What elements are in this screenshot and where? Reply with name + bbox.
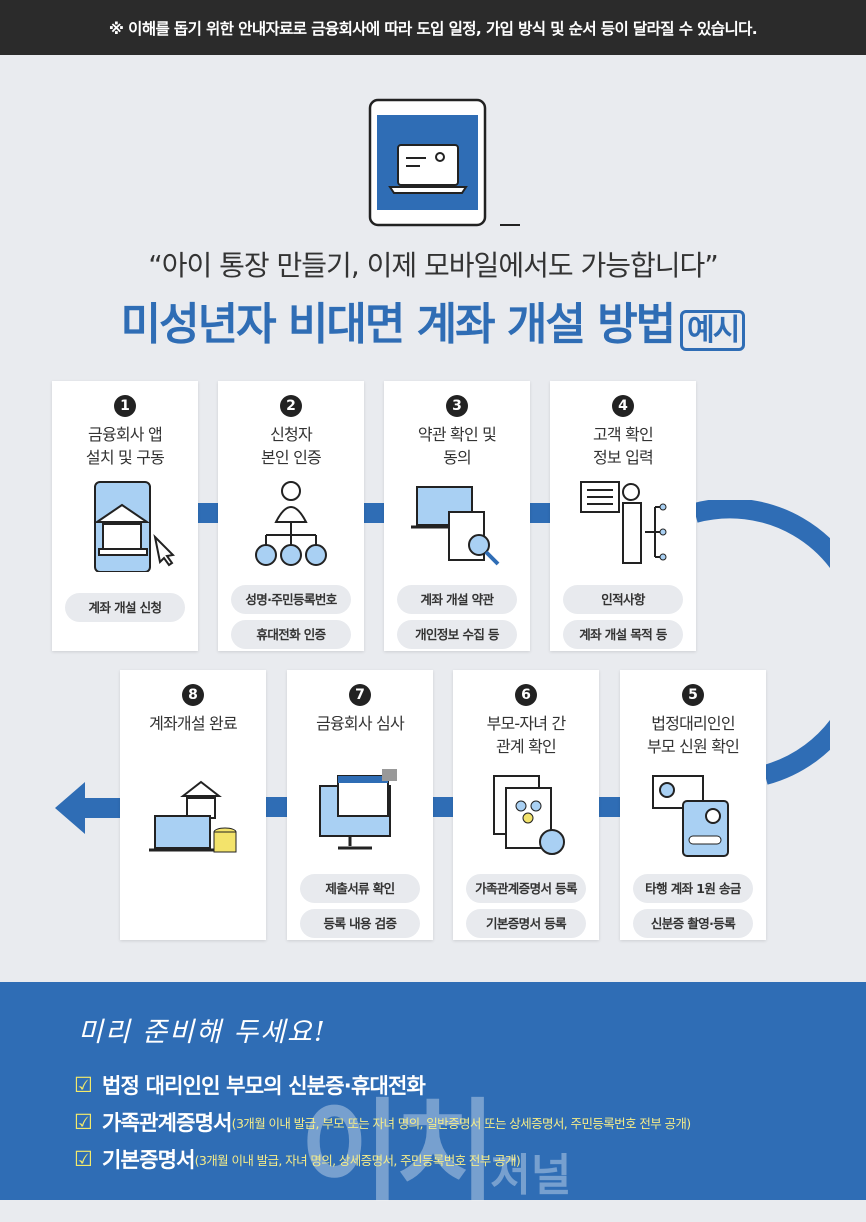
connector [529, 503, 551, 523]
step-detail-pill: 기본증명서 등록 [466, 909, 586, 938]
id-card-phone-icon [652, 774, 729, 857]
prepare-item: ☑ 기본증명서(3개월 이내 발급, 자녀 명의, 상세증명서, 주민등록번호 전… [74, 1144, 521, 1174]
step-number: 7 [349, 684, 371, 706]
connector [432, 797, 454, 817]
step-number: 4 [612, 395, 634, 417]
family-document-icon [493, 774, 565, 855]
step-detail-pill: 개인정보 수집 등 [397, 620, 517, 649]
notice-banner: ※ 이해를 돕기 위한 안내자료로 금융회사에 따라 도입 일정, 가입 방식 … [0, 0, 866, 55]
step-title: 금융회사 심사 [316, 714, 405, 733]
step-number: 1 [114, 395, 136, 417]
title-text: 미성년자 비대면 계좌 개설 방법 [120, 299, 677, 350]
connector [598, 797, 620, 817]
watermark: 이치저널 [300, 1088, 572, 1216]
check-icon: ☑ [74, 1110, 93, 1134]
title-tag: 예시 [680, 310, 746, 351]
step-detail-pill: 타행 계좌 1원 송금 [633, 874, 753, 903]
step-number: 5 [682, 684, 704, 706]
step-title: 금융회사 앱 설치 및 구동 [85, 425, 165, 467]
quote: “아이 통장 만들기, 이제 모바일에서도 가능합니다” [148, 249, 719, 282]
mobile-laptop-icon [368, 98, 520, 227]
item-note: (3개월 이내 발급, 부모 또는 자녀 명의, 일반증명서 또는 상세증명서,… [231, 1115, 692, 1131]
step-card-8: 8 계좌개설 완료 [120, 670, 266, 940]
step-number: 6 [515, 684, 537, 706]
item-main: 기본증명서 [102, 1148, 195, 1172]
left-arrow-icon [55, 782, 123, 834]
step-title: 약관 확인 및 동의 [417, 425, 497, 467]
step-detail-pill: 제출서류 확인 [300, 874, 420, 903]
check-icon: ☑ [74, 1147, 93, 1171]
connector [197, 503, 219, 523]
document-search-icon [411, 485, 500, 565]
step-title: 계좌개설 완료 [149, 714, 238, 733]
bank-laptop-coins-icon [149, 780, 237, 852]
step-detail-pill: 계좌 개설 약관 [397, 585, 517, 614]
prepare-item: ☑ 법정 대리인인 부모의 신분증·휴대전화 [74, 1070, 426, 1100]
monitor-review-icon [319, 768, 397, 849]
connector [266, 797, 288, 817]
curve-arrow [692, 500, 830, 785]
step-detail-pill: 성명·주민등록번호 [231, 585, 351, 614]
step-detail-pill: 계좌 개설 신청 [65, 593, 185, 622]
step-detail-pill: 계좌 개설 목적 등 [563, 620, 683, 649]
step-detail-pill: 등록 내용 검증 [300, 909, 420, 938]
step-title: 고객 확인 정보 입력 [593, 425, 654, 467]
prepare-item: ☑ 가족관계증명서(3개월 이내 발급, 부모 또는 자녀 명의, 일반증명서 또… [74, 1107, 691, 1137]
step-number: 3 [446, 395, 468, 417]
connector [363, 503, 385, 523]
item-main: 가족관계증명서 [102, 1111, 232, 1135]
prepare-heading: 미리 준비해 두세요! [78, 1017, 327, 1048]
check-icon: ☑ [74, 1073, 93, 1097]
step-number: 8 [182, 684, 204, 706]
step-detail-pill: 휴대전화 인증 [231, 620, 351, 649]
prepare-section: 이치저널 미리 준비해 두세요! ☑ 법정 대리인인 부모의 신분증·휴대전화 ☑… [0, 982, 866, 1216]
step-card-1: 1 금융회사 앱 설치 및 구동 계좌 개설 신청 [52, 381, 198, 651]
mobile-bank-icon [93, 480, 175, 572]
step-detail-pill: 신분증 촬영·등록 [633, 909, 753, 938]
step-detail-pill: 가족관계증명서 등록 [466, 874, 586, 903]
step-number: 2 [280, 395, 302, 417]
checklist-person-icon [580, 480, 667, 564]
step-title: 법정대리인인 부모 신원 확인 [646, 714, 740, 756]
step-title: 부모-자녀 간 관계 확인 [486, 714, 567, 756]
item-note: (3개월 이내 발급, 자녀 명의, 상세증명서, 주민등록번호 전부 공개) [194, 1152, 521, 1168]
person-verify-icon [255, 480, 327, 566]
item-main: 법정 대리인인 부모의 신분증·휴대전화 [102, 1074, 426, 1098]
step-title: 신청자 본인 인증 [261, 425, 322, 467]
step-detail-pill: 인적사항 [563, 585, 683, 614]
